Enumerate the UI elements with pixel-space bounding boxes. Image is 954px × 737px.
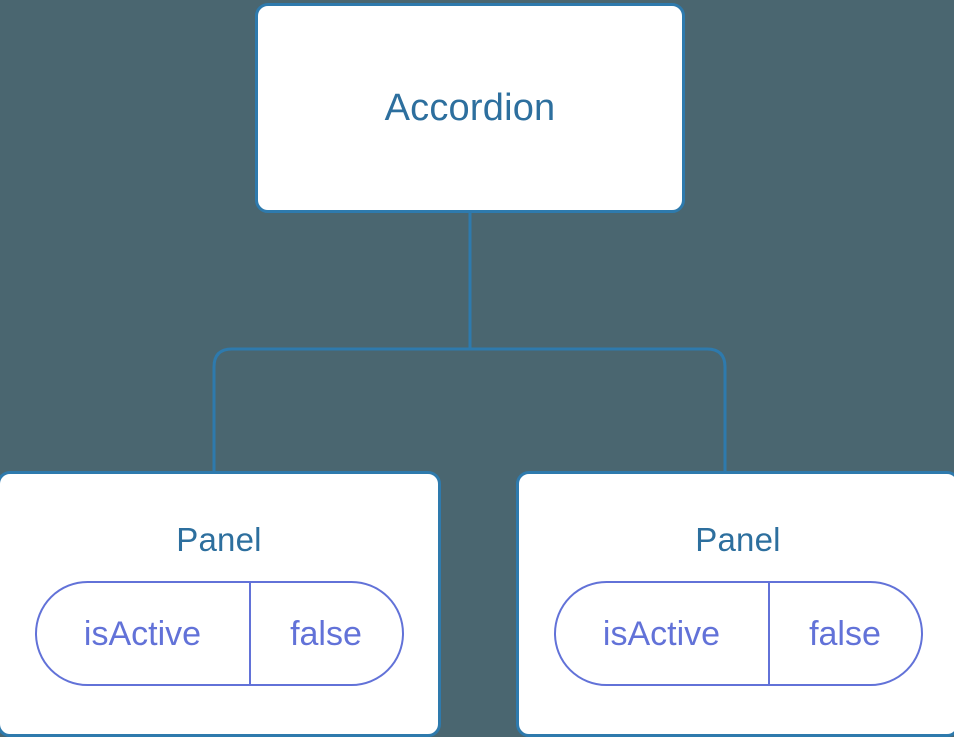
- prop-value-isactive: false: [809, 614, 881, 653]
- node-accordion[interactable]: Accordion: [255, 3, 685, 213]
- edge-accordion-to-panel-right: [470, 347, 727, 474]
- prop-value-isactive: false: [290, 614, 362, 653]
- node-panel-left-title: Panel: [176, 521, 262, 558]
- edge-accordion-to-panel-left: [212, 347, 470, 474]
- node-panel-left[interactable]: Panel isActive false: [0, 471, 441, 737]
- node-panel-right[interactable]: Panel isActive false: [516, 471, 954, 737]
- node-panel-right-title: Panel: [695, 521, 781, 558]
- node-panel-left-prop-isactive[interactable]: isActive false: [34, 581, 404, 686]
- node-panel-right-prop-isactive[interactable]: isActive false: [553, 581, 923, 686]
- prop-key-isactive: isActive: [37, 583, 251, 684]
- node-accordion-title: Accordion: [384, 87, 556, 129]
- prop-key-isactive: isActive: [556, 583, 770, 684]
